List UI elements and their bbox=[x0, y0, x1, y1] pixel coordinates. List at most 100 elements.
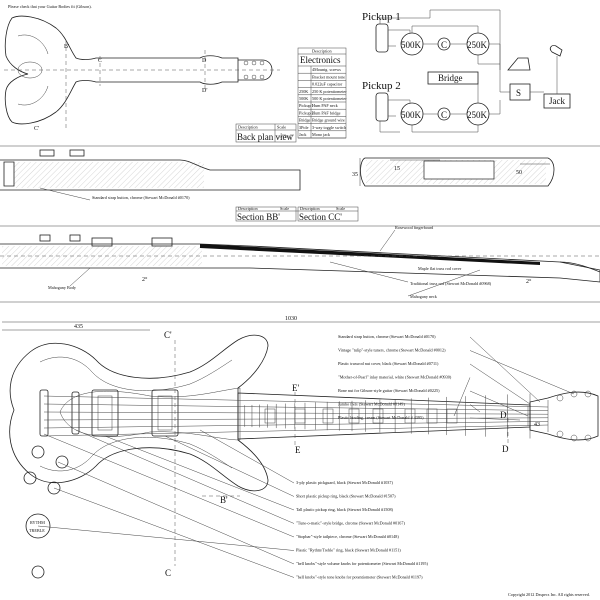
part-label-right: Plastic binding, cream (Stewart McDonald… bbox=[338, 415, 424, 421]
front-mark-d-prime: D' bbox=[500, 410, 508, 420]
electronics-row-code: 500K bbox=[299, 96, 308, 101]
part-label-right: Bone nut for Gibson-style guitar (Stewar… bbox=[338, 388, 440, 393]
dim-50: 50 bbox=[516, 170, 522, 176]
back-plan-title: Back plan view bbox=[237, 132, 293, 142]
mahogany-body-label: Mahogany Body bbox=[48, 285, 77, 290]
pickup-side-2 bbox=[151, 237, 173, 247]
electronics-row-desc: 4Mountg. screws bbox=[312, 67, 341, 72]
string bbox=[43, 421, 549, 429]
knob-4 bbox=[47, 481, 61, 495]
part-leader-right bbox=[469, 363, 531, 405]
trapezoid-inlay bbox=[264, 408, 276, 424]
tuner-post bbox=[251, 60, 257, 66]
pickup2-coil bbox=[375, 92, 389, 122]
electronics-header: Description bbox=[312, 49, 332, 54]
knob-5 bbox=[31, 565, 45, 579]
electronics-row-desc: 250 K potentiometer bbox=[312, 89, 347, 94]
part-leader-right bbox=[469, 350, 575, 395]
tuner-post bbox=[251, 74, 257, 80]
string bbox=[43, 417, 549, 421]
front-mark-d: D bbox=[502, 444, 509, 454]
mark-b-prime: B' bbox=[64, 44, 69, 50]
part-leader-bottom bbox=[104, 435, 295, 511]
part-leader-bottom bbox=[164, 435, 295, 497]
copyright: Copyright 2012 Dzspecs Inc. All rights r… bbox=[508, 592, 590, 597]
electronics-row-desc: Hum PAF bridge bbox=[312, 110, 341, 115]
part-leader-bottom bbox=[57, 461, 295, 565]
electronics-row-code: Bridge bbox=[299, 118, 311, 123]
part-leader-bottom bbox=[75, 429, 295, 524]
section-bb-title: Section BB' bbox=[237, 212, 280, 222]
pickup1-coil bbox=[375, 23, 389, 53]
electronics-row-desc: Hum PAF neck bbox=[312, 103, 339, 108]
part-leader-right bbox=[469, 404, 481, 413]
bridge-side bbox=[69, 234, 81, 242]
body-front-outline bbox=[9, 334, 269, 492]
part-label-bottom: Plastic "Rythm/Treble" ring, black (Stew… bbox=[296, 548, 401, 554]
front-mark-c-prime: C' bbox=[164, 330, 172, 340]
section-bb-scale-label: Scale bbox=[280, 206, 289, 211]
switch-ring bbox=[25, 513, 51, 539]
mahogany-neck-label: Mahogany neck bbox=[410, 294, 438, 299]
part-leader-bottom bbox=[199, 429, 295, 484]
bridge-label: Bridge bbox=[438, 73, 463, 83]
pot-volume-2-label: 500K bbox=[401, 110, 422, 120]
section-cut-profile bbox=[360, 157, 555, 187]
part-label-bottom: Tall plastic pickup ring, black (Stewart… bbox=[296, 507, 394, 513]
headstock-front bbox=[529, 391, 599, 441]
wires-3 bbox=[379, 9, 501, 133]
top-note: Please check that your Guitar Bodies fit… bbox=[8, 4, 92, 9]
part-label-right: Standard strap button, chrome (Stewart M… bbox=[338, 334, 436, 340]
tailpiece-side bbox=[39, 234, 51, 242]
tuner-6 bbox=[584, 434, 592, 442]
knob-side bbox=[39, 149, 55, 157]
tune-o-matic-bridge bbox=[71, 391, 80, 435]
dim-total: 1030 bbox=[285, 316, 297, 322]
part-label-bottom: Short plastic pickup ring, black (Stewar… bbox=[296, 494, 396, 500]
pot-tone-1-label: 250K bbox=[467, 40, 488, 50]
trapezoid-inlay bbox=[348, 408, 360, 424]
body-back-outline bbox=[4, 15, 239, 125]
body-section-hatch bbox=[14, 162, 204, 188]
wiring-diagram: Pickup 1 Pickup 2 500K 250K C 500K 250K … bbox=[362, 9, 571, 133]
mark-d-prime: D' bbox=[202, 88, 207, 94]
electronics-row-desc: 500 K potentiometer bbox=[312, 96, 347, 101]
front-mark-e-prime: E' bbox=[292, 383, 299, 393]
section-cc-desc-label: Description bbox=[300, 206, 320, 211]
back-plan-view: Please check that your Guitar Bodies fit… bbox=[4, 4, 280, 132]
knob-side bbox=[69, 149, 85, 157]
part-label-bottom: "bell knobs"-style volume knobs for pote… bbox=[296, 561, 428, 566]
pot-volume-1-label: 500K bbox=[401, 40, 422, 50]
back-plan-desc-label: Description bbox=[238, 125, 258, 130]
string bbox=[43, 395, 549, 408]
part-label-bottom: 3-ply plastic pickguard, black (Stewart … bbox=[296, 480, 393, 486]
knob-1 bbox=[31, 445, 45, 459]
trapezoid-inlay bbox=[372, 408, 384, 424]
part-leader-right bbox=[469, 417, 521, 421]
body-bevel-bottom bbox=[39, 437, 233, 472]
back-cavity-line bbox=[17, 34, 49, 55]
pickup-side bbox=[91, 237, 113, 247]
back-cavity-line-2 bbox=[17, 85, 49, 106]
capacitor-2-label: C bbox=[441, 110, 447, 120]
angle-label: 2° bbox=[142, 276, 148, 283]
mark-c: C bbox=[98, 58, 102, 64]
strap-button-cut bbox=[3, 161, 15, 187]
wiring-pickup2-label: Pickup 2 bbox=[362, 80, 401, 92]
tuner-post bbox=[259, 74, 265, 80]
tuner-4 bbox=[556, 430, 564, 438]
electronics-row-code: Pickup 1 bbox=[299, 103, 314, 108]
section-cut-cavity bbox=[423, 160, 495, 180]
pickguard bbox=[59, 387, 241, 441]
electronics-row-desc: 3-way toggle switch bbox=[312, 125, 347, 130]
mark-d: D bbox=[202, 58, 207, 64]
part-label-right: "Mother-of-Pearl" inlay material, white … bbox=[338, 375, 452, 381]
bridge-ground-box bbox=[427, 71, 479, 85]
electronics-row-desc: Bridge ground wire bbox=[312, 118, 345, 123]
capacitor-1-label: C bbox=[441, 40, 447, 50]
headstock-curve bbox=[559, 261, 600, 273]
electronics-title: Electronics bbox=[300, 55, 341, 65]
switch-ring-top: RYTHM bbox=[30, 520, 45, 525]
trapezoid-inlay bbox=[294, 408, 306, 424]
